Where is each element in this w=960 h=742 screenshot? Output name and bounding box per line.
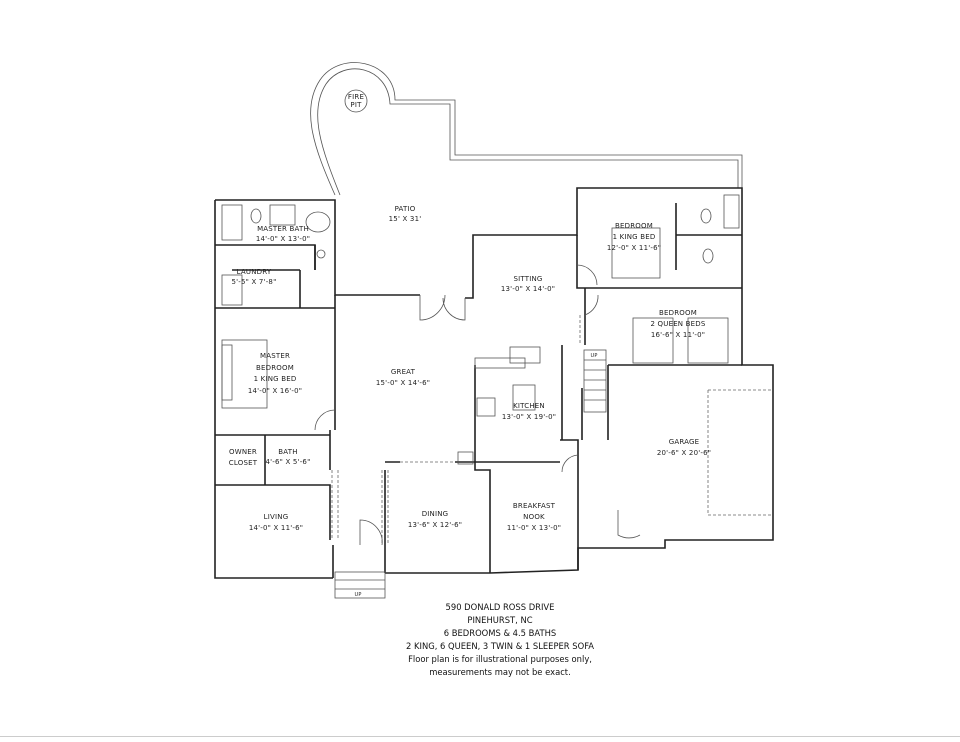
kitchen-size: 13'-0" X 19'-0"	[502, 413, 556, 421]
living-label: LIVING	[264, 513, 289, 521]
interior-stairs	[583, 349, 607, 413]
bedroom-queen-beds: 2 QUEEN BEDS	[650, 320, 705, 328]
stairs-up-label: UP	[590, 353, 597, 359]
master-bedroom-beds: 1 KING BED	[254, 375, 297, 383]
owner-closet-label: OWNER	[229, 448, 257, 456]
owner-closet-label: CLOSET	[229, 459, 258, 467]
patio-outline	[310, 62, 743, 196]
bed-count: 2 KING, 6 QUEEN, 3 TWIN & 1 SLEEPER SOFA	[406, 641, 594, 651]
laundry-size: 5'-5" X 7'-8"	[232, 278, 277, 286]
bath-label: BATH	[278, 448, 297, 456]
dining-size: 13'-6" X 12'-6"	[408, 521, 462, 529]
page-edge-line	[0, 736, 960, 737]
master-bedroom-label: MASTER	[260, 352, 290, 360]
city: PINEHURST, NC	[467, 615, 533, 625]
fire-pit	[344, 89, 368, 113]
master-bedroom-label: BEDROOM	[256, 364, 294, 372]
address: 590 DONALD ROSS DRIVE	[445, 602, 555, 612]
master-bedroom-size: 14'-0" X 16'-0"	[248, 387, 302, 395]
great-label: GREAT	[391, 368, 416, 376]
garage-size: 20'-6" X 20'-6"	[657, 449, 711, 457]
master-bath-size: 14'-0" X 13'-0"	[256, 235, 310, 243]
bedroom-king-label: BEDROOM	[615, 222, 653, 230]
laundry-label: LAUNDRY	[237, 268, 272, 276]
kitchen-label: KITCHEN	[513, 402, 545, 410]
great-size: 15'-0" X 14'-6"	[376, 379, 430, 387]
patio-label: PATIO	[395, 205, 416, 213]
entry-steps	[334, 571, 386, 599]
fire-pit-label: FIRE	[348, 93, 364, 101]
disclaimer: measurements may not be exact.	[429, 667, 571, 677]
dining-label: DINING	[422, 510, 449, 518]
breakfast-nook-label: NOOK	[523, 513, 545, 521]
living-size: 14'-0" X 11'-6"	[249, 524, 303, 532]
sitting-size: 13'-0" X 14'-0"	[501, 285, 555, 293]
bedroom-king-size: 12'-0" X 11'-6"	[607, 244, 661, 252]
patio-size: 15' X 31'	[389, 215, 422, 223]
caption: 590 DONALD ROSS DRIVE PINEHURST, NC 6 BE…	[330, 601, 670, 679]
entry-steps-up-label: UP	[354, 592, 361, 598]
garage-label: GARAGE	[669, 438, 700, 446]
bedroom-queen-label: BEDROOM	[659, 309, 697, 317]
walls	[214, 187, 774, 579]
breakfast-nook-label: BREAKFAST	[513, 502, 556, 510]
breakfast-nook-size: 11'-0" X 13'-0"	[507, 524, 561, 532]
bedroom-queen-size: 16'-6" X 11'-0"	[651, 331, 705, 339]
fire-pit-label: PIT	[350, 101, 362, 109]
master-bath-label: MASTER BATH	[257, 225, 309, 233]
sitting-label: SITTING	[513, 275, 542, 283]
bath-size: 4'-6" X 5'-6"	[266, 458, 311, 466]
room-count: 6 BEDROOMS & 4.5 BATHS	[443, 628, 557, 638]
room-labels: PATIO 15' X 31' MASTER BATH 14'-0" X 13'…	[229, 205, 711, 532]
disclaimer: Floor plan is for illustrational purpose…	[408, 654, 592, 664]
fixtures	[221, 194, 740, 465]
bedroom-king-beds: 1 KING BED	[613, 233, 656, 241]
